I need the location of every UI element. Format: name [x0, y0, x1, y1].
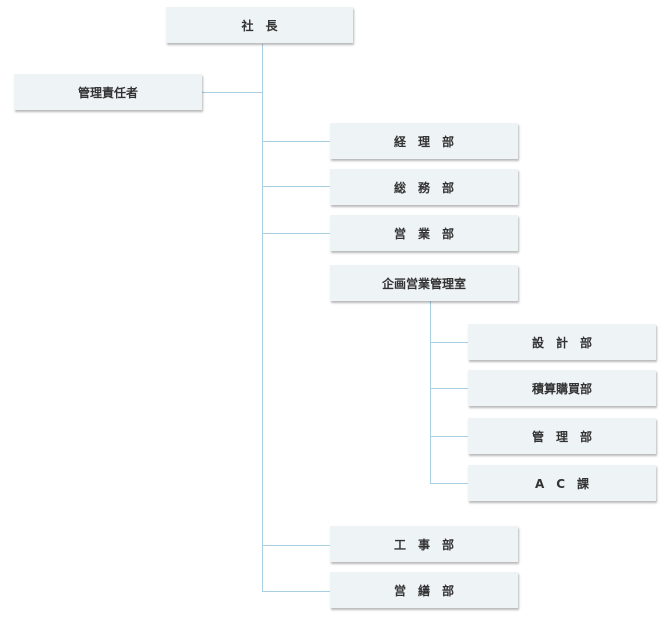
dept-box-koji: 工 事 部	[330, 526, 518, 562]
planning-branch-line	[430, 301, 431, 484]
dept-box-keiri: 経 理 部	[330, 123, 518, 159]
section-label: A C 課	[534, 476, 590, 491]
dept-box-kikaku: 企画営業管理室	[330, 265, 518, 301]
section-box-kanri: 管 理 部	[468, 418, 656, 454]
section-box-sekkei: 設 計 部	[468, 324, 656, 360]
section-label: 管 理 部	[531, 429, 592, 444]
dept-connector-eizen	[262, 591, 330, 592]
manager-box: 管理責任者	[14, 74, 202, 110]
dept-connector-eigyo	[262, 233, 330, 234]
dept-label: 経 理 部	[393, 134, 454, 149]
dept-connector-somu	[262, 186, 330, 187]
president-label: 社 長	[241, 18, 278, 33]
dept-label: 営 繕 部	[393, 583, 454, 598]
section-connector-kanri	[430, 436, 468, 437]
dept-connector-koji	[262, 545, 330, 546]
section-connector-sekisan	[430, 388, 468, 389]
section-label: 設 計 部	[531, 335, 592, 350]
dept-box-eizen: 営 繕 部	[330, 572, 518, 608]
manager-label: 管理責任者	[77, 85, 138, 100]
section-connector-ac	[430, 483, 468, 484]
dept-box-somu: 総 務 部	[330, 169, 518, 205]
main-trunk-line	[262, 44, 263, 592]
section-box-ac: A C 課	[468, 465, 656, 501]
dept-label: 営 業 部	[393, 226, 454, 241]
dept-label: 工 事 部	[393, 537, 454, 552]
dept-label: 企画営業管理室	[381, 276, 466, 291]
president-box: 社 長	[166, 7, 353, 43]
section-label: 積算購買部	[531, 381, 592, 396]
manager-connector	[202, 92, 262, 93]
section-box-sekisan: 積算購買部	[468, 370, 656, 406]
dept-box-eigyo: 営 業 部	[330, 215, 518, 251]
dept-connector-keiri	[262, 141, 330, 142]
section-connector-sekkei	[430, 342, 468, 343]
dept-label: 総 務 部	[393, 180, 454, 195]
